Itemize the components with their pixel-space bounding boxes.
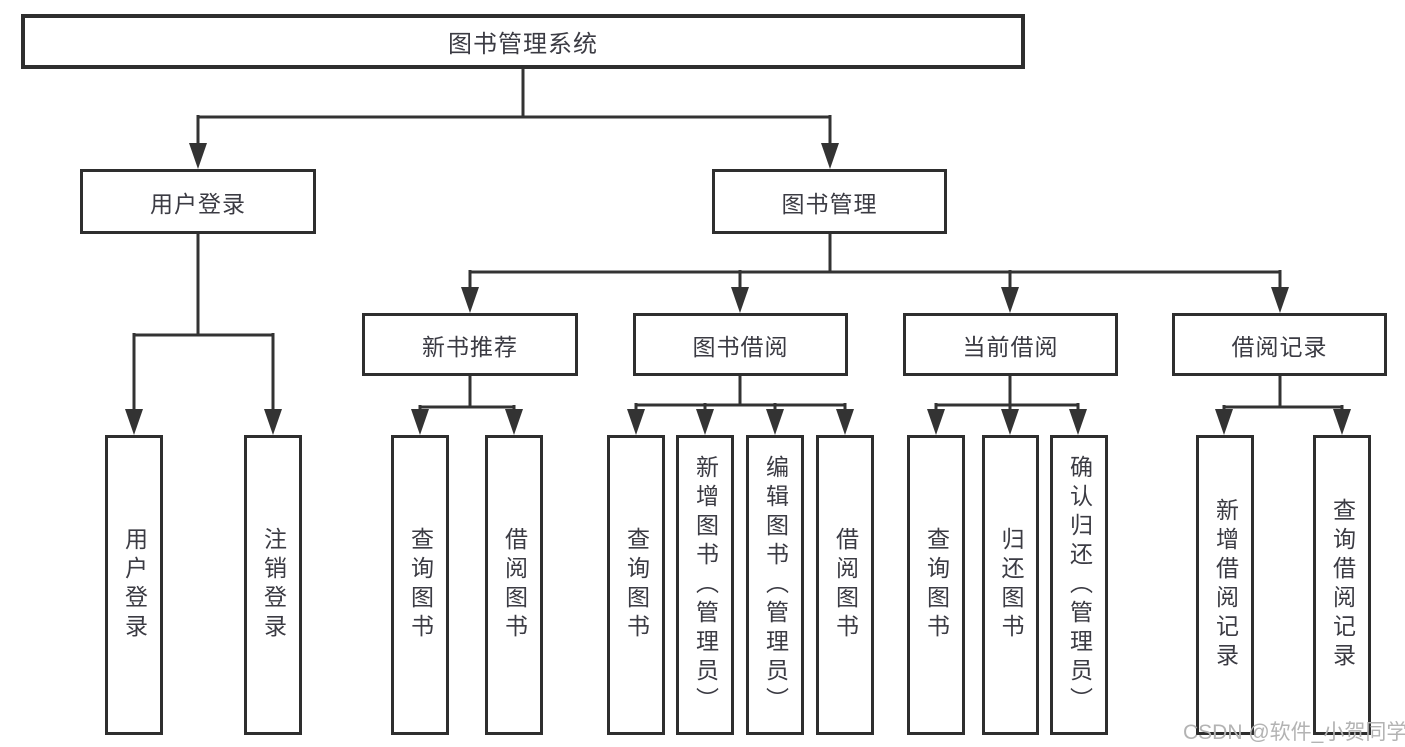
leaf-return-books-label: 归还图书: [998, 527, 1024, 643]
leaf-query-books-recommend-label: 查询图书: [407, 527, 434, 643]
node-borrowing-records: 借阅记录: [1172, 313, 1387, 376]
leaf-query-borrow-record: 查询借阅记录: [1313, 435, 1371, 735]
leaf-borrow-books-recommend: 借阅图书: [485, 435, 543, 735]
leaf-confirm-return-admin: 确认归还（管理员）: [1050, 435, 1108, 735]
leaf-query-books-recommend: 查询图书: [391, 435, 449, 735]
node-root-system: 图书管理系统: [21, 14, 1025, 69]
node-user-login-label: 用户登录: [150, 190, 246, 217]
node-book-management-label: 图书管理: [781, 190, 878, 217]
leaf-user-login: 用户登录: [105, 435, 163, 735]
node-book-borrowing: 图书借阅: [633, 313, 848, 376]
leaf-logout-label: 注销登录: [260, 527, 287, 643]
node-current-borrowing-label: 当前借阅: [962, 333, 1059, 360]
leaf-edit-book-admin-label: 编辑图书（管理员）: [762, 454, 789, 716]
leaf-edit-book-admin: 编辑图书（管理员）: [746, 435, 804, 735]
leaf-add-book-admin: 新增图书（管理员）: [676, 435, 734, 735]
node-user-login: 用户登录: [80, 169, 316, 234]
node-current-borrowing: 当前借阅: [903, 313, 1118, 376]
node-book-management: 图书管理: [712, 169, 947, 234]
leaf-return-books: 归还图书: [982, 435, 1039, 735]
leaf-add-borrow-record: 新增借阅记录: [1196, 435, 1254, 735]
leaf-query-books-borrowing: 查询图书: [607, 435, 665, 735]
arrowheads: [125, 143, 1351, 435]
node-new-book-recommend-label: 新书推荐: [422, 333, 518, 360]
leaf-add-borrow-record-label: 新增借阅记录: [1212, 498, 1239, 672]
leaf-borrow-books-recommend-label: 借阅图书: [501, 527, 528, 643]
leaf-query-books-borrowing-label: 查询图书: [623, 527, 650, 643]
leaf-logout: 注销登录: [244, 435, 302, 735]
leaf-add-book-admin-label: 新增图书（管理员）: [692, 454, 719, 716]
node-book-borrowing-label: 图书借阅: [692, 333, 789, 360]
leaf-query-borrow-record-label: 查询借阅记录: [1329, 498, 1356, 672]
leaf-borrow-books-borrowing: 借阅图书: [816, 435, 874, 735]
node-root-system-label: 图书管理系统: [448, 31, 598, 58]
leaf-query-books-current-label: 查询图书: [923, 527, 950, 643]
leaf-query-books-current: 查询图书: [907, 435, 965, 735]
node-new-book-recommend: 新书推荐: [362, 313, 578, 376]
csdn-watermark: CSDN @软件_小贺同学: [1183, 721, 1405, 744]
node-borrowing-records-label: 借阅记录: [1231, 333, 1328, 360]
leaf-confirm-return-admin-label: 确认归还（管理员）: [1066, 454, 1093, 716]
leaf-borrow-books-borrowing-label: 借阅图书: [832, 527, 859, 643]
leaf-user-login-label: 用户登录: [121, 527, 148, 643]
